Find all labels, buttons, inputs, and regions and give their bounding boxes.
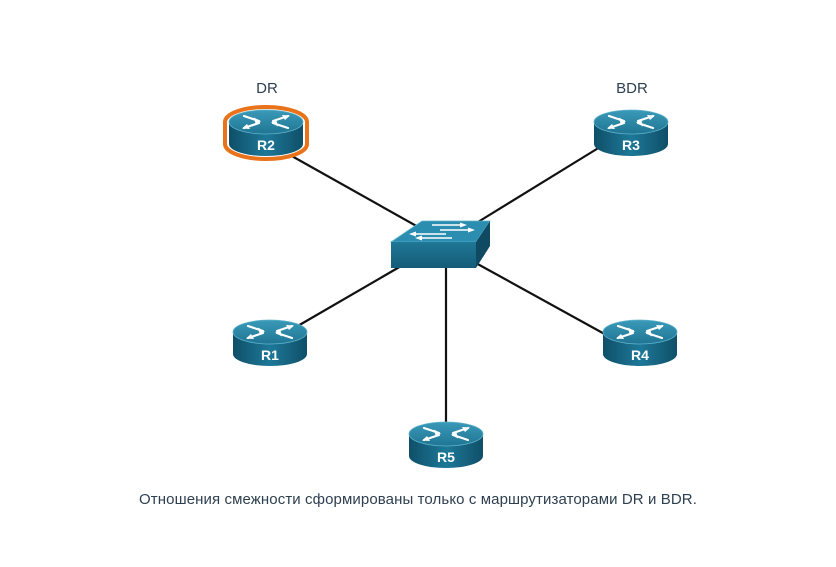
dr-label: DR (256, 80, 278, 97)
router-label-r3: R3 (622, 137, 640, 153)
router-label-r1: R1 (261, 347, 279, 363)
router-r3[interactable]: R3 (592, 108, 670, 158)
dr-highlight-ring (223, 105, 309, 161)
router-label-r5: R5 (437, 449, 455, 465)
diagram-caption: Отношения смежности сформированы только … (139, 491, 697, 508)
router-label-r4: R4 (631, 347, 649, 363)
router-r1[interactable]: R1 (231, 318, 309, 368)
router-label-r2: R2 (257, 137, 275, 153)
router-r2[interactable]: R2 (223, 105, 309, 161)
link-r2-switch (289, 154, 421, 229)
bdr-label: BDR (616, 80, 648, 97)
link-r1-switch (295, 261, 409, 328)
router-r4[interactable]: R4 (601, 318, 679, 368)
link-r3-switch (477, 146, 601, 223)
links (289, 146, 611, 424)
switch-icon[interactable] (389, 220, 491, 268)
link-r4-switch (473, 261, 611, 338)
router-r5[interactable]: R5 (407, 420, 485, 470)
